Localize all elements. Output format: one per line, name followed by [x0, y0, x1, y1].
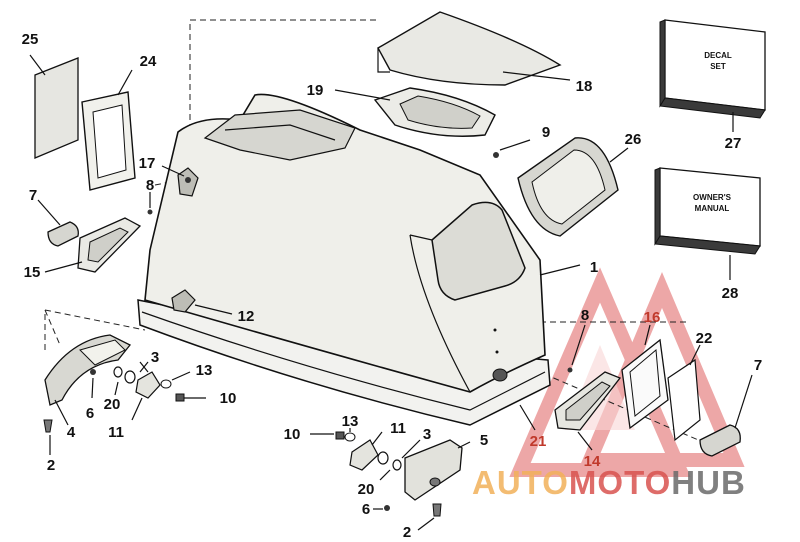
part-19-vent-gasket: [334, 87, 496, 137]
label-19: 19: [307, 82, 324, 99]
label-3-right: 3: [423, 426, 431, 443]
label-2-left: 2: [47, 457, 55, 474]
label-24: 24: [140, 53, 157, 70]
label-7-right: 7: [754, 357, 762, 374]
part-9-screw: [493, 139, 531, 158]
part-20-washer-left: [113, 366, 136, 396]
part-24-window-frame: [81, 69, 136, 191]
part-10-bolt-left: [175, 393, 206, 402]
label-26: 26: [625, 131, 642, 148]
part-13-washer-right: [344, 428, 356, 442]
part-7-latch-handle-left: [37, 199, 79, 247]
label-2-right: 2: [403, 524, 411, 541]
label-10-left: 10: [220, 390, 237, 407]
label-6-right: 6: [362, 501, 370, 518]
label-11-right: 11: [390, 420, 406, 437]
label-8-left: 8: [146, 177, 154, 194]
decal-set-text-line1: DECAL: [704, 51, 732, 60]
motor-cover-cowl: [137, 93, 551, 426]
label-25: 25: [22, 31, 39, 48]
label-8-right: 8: [581, 307, 589, 324]
part-18-vent-cover: [377, 11, 571, 86]
part-12-grommet: [171, 289, 233, 315]
label-3-left: 3: [151, 349, 159, 366]
part-4-latch-bracket: [44, 334, 132, 426]
part-5-latch-plate-right: [404, 439, 471, 501]
label-10-right: 10: [284, 426, 301, 443]
part-8-screw-right: [567, 324, 586, 373]
svg-text:AUTOMOTOHUB: AUTOMOTOHUB: [472, 464, 746, 501]
label-14: 14: [584, 453, 601, 470]
watermark-auto: AUTO: [472, 464, 569, 501]
label-12: 12: [238, 308, 255, 325]
label-21: 21: [530, 433, 547, 450]
label-1: 1: [590, 259, 598, 276]
label-20-left: 20: [104, 396, 121, 413]
label-5: 5: [480, 432, 488, 449]
label-4: 4: [67, 424, 76, 441]
label-28: 28: [722, 285, 739, 302]
part-20-washer-right: [377, 451, 402, 481]
watermark-text: AUTOMOTOHUB: [472, 464, 746, 501]
part-6-pin-right: [373, 505, 390, 511]
owners-manual-text-line1: OWNER'S: [693, 193, 732, 202]
leader-lines: [139, 264, 581, 373]
part-25-decal: [29, 54, 79, 159]
decal-set-text-line2: SET: [710, 62, 726, 71]
part-15-latch-plate-left: [44, 217, 142, 273]
label-17: 17: [139, 155, 156, 172]
part-2-pin-right: [417, 503, 442, 531]
label-18: 18: [576, 78, 593, 95]
label-7-left: 7: [29, 187, 37, 204]
part-16-gasket: [621, 324, 669, 430]
part-10-bolt-right: [310, 431, 345, 440]
label-16: 16: [644, 309, 661, 326]
owners-manual-text-line2: MANUAL: [695, 204, 730, 213]
label-13-right: 13: [342, 413, 359, 430]
label-27: 27: [725, 135, 742, 152]
label-6-left: 6: [86, 405, 94, 422]
part-13-washer-left: [160, 371, 191, 389]
part-11-lever-left: [131, 361, 161, 421]
part-21-rim-pointer: [519, 404, 536, 431]
part-6-pin-left: [90, 369, 96, 399]
part-7-latch-handle-right: [699, 374, 753, 457]
part-8-screw-left: [147, 192, 153, 215]
watermark-moto: MOTO: [569, 464, 671, 501]
label-9: 9: [542, 124, 550, 141]
label-22: 22: [696, 330, 713, 347]
label-11-left: 11: [108, 424, 124, 441]
label-13-left: 13: [196, 362, 213, 379]
owners-manual-box: [654, 167, 761, 280]
part-26-window-seal: [517, 137, 629, 237]
part-17-grommet: [161, 165, 199, 197]
part-14-latch-plate-right: [554, 371, 622, 451]
label-15: 15: [24, 264, 41, 281]
part-2-pin-left: [43, 419, 53, 455]
part-22-decal: [667, 344, 701, 442]
label-20-right: 20: [358, 481, 375, 498]
watermark-hub: HUB: [671, 464, 746, 501]
part-labels: 25 24 19 18 9 26 27 17 7 8 1 15 28 12 8 …: [22, 31, 763, 541]
decal-set-box: [659, 19, 766, 132]
part-11-lever-right: [349, 431, 383, 471]
part-3-latch-right: [401, 439, 421, 459]
